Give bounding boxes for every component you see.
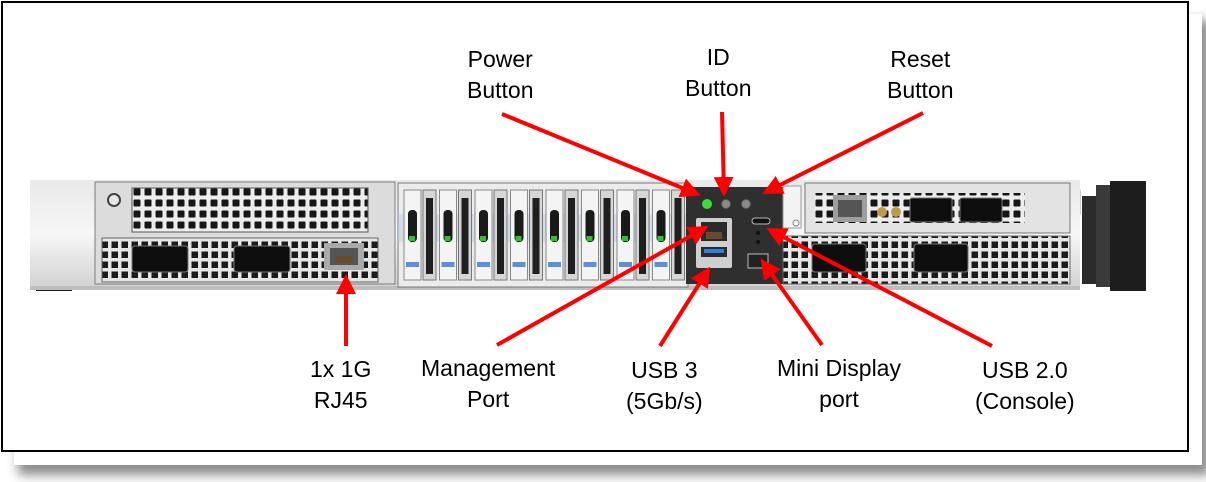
arrow-id-button (713, 111, 734, 197)
arrow-usb2-console (766, 228, 993, 348)
drive-bay (403, 189, 437, 281)
reset-button-indicator (741, 199, 751, 209)
label-reset-button: Reset Button (887, 46, 954, 103)
drive-bay (439, 189, 472, 281)
label-rj45: 1x 1G RJ45 (310, 356, 372, 413)
drive-bay (652, 189, 685, 281)
label-usb2-console: USB 2.0 (Console) (975, 357, 1075, 414)
arrow-management-port (496, 226, 709, 347)
usb2-console-jack (751, 217, 771, 225)
arrow-reset-button (762, 111, 924, 194)
id-button-indicator (721, 199, 731, 209)
arrow-power-button (501, 112, 701, 198)
label-id-button: ID Button (685, 44, 752, 101)
drive-bay (545, 189, 579, 281)
arrow-mini-display-port (760, 258, 824, 347)
label-power-button: Power Button (467, 46, 534, 103)
management-port-jack (696, 218, 732, 268)
usb3-jack (701, 247, 727, 257)
label-mini-display-port: Mini Display port (777, 355, 901, 412)
power-led (702, 199, 712, 209)
drive-bay (474, 189, 508, 281)
drive-bay (510, 189, 543, 281)
label-management-port: Management Port (421, 355, 556, 412)
callout-arrows (336, 111, 993, 348)
rj45-port (324, 243, 364, 270)
drive-bay-area (397, 182, 689, 288)
left-pcie-riser (94, 181, 396, 285)
right-pcie-riser (782, 182, 1071, 285)
drive-bay (616, 189, 650, 281)
label-usb3: USB 3 (5Gb/s) (626, 357, 703, 414)
right-rack-ear (1071, 181, 1146, 291)
arrow-usb3 (658, 266, 711, 348)
drive-bay (581, 189, 614, 281)
